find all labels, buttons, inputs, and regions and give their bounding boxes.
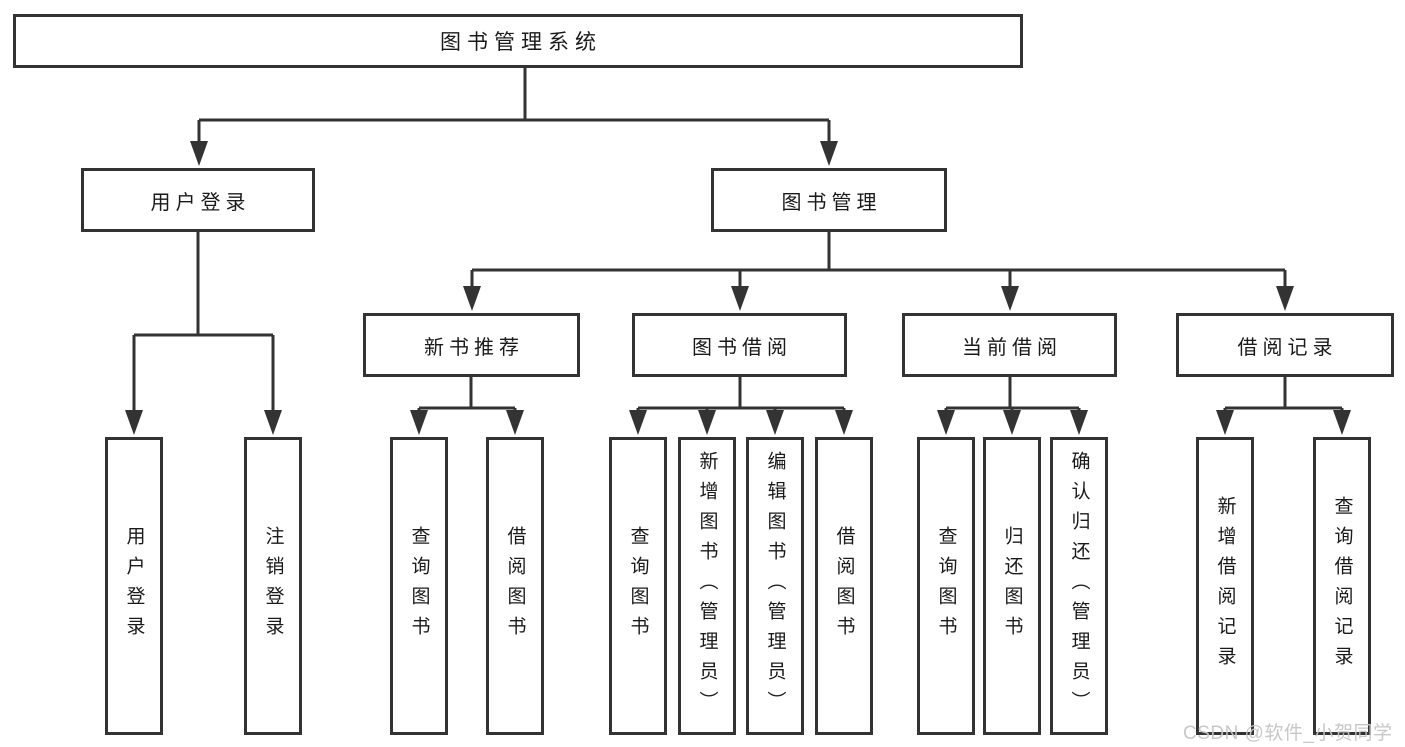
node-current-borrowing: 当前借阅 [902,313,1117,377]
node-label: 用户登录 [123,526,145,646]
node-label: 借阅记录 [1237,336,1338,359]
node-label: 借阅图书 [833,526,855,646]
node-borrowing-records: 借阅记录 [1176,313,1394,377]
node-label: 查询借阅记录 [1331,496,1353,676]
node-label: 确认归还（管理员） [1068,451,1090,721]
node-leaf-borrow-books-1: 借阅图书 [486,437,544,735]
node-label: 归还图书 [1001,526,1023,646]
node-leaf-add-borrow-record: 新增借阅记录 [1196,437,1254,735]
node-label: 编辑图书（管理员） [764,451,786,721]
node-user-login: 用户登录 [81,168,315,232]
node-library-management-system: 图书管理系统 [13,14,1023,68]
node-label: 借阅图书 [504,526,526,646]
node-leaf-user-login: 用户登录 [105,437,163,735]
node-label: 查询图书 [627,526,649,646]
node-new-book-recommendation: 新书推荐 [363,313,580,377]
node-label: 新增图书（管理员） [696,451,718,721]
node-label: 当前借阅 [962,336,1062,359]
node-label: 图书管理 [781,191,882,214]
node-leaf-edit-books-admin: 编辑图书（管理员） [746,437,804,735]
node-label: 新书推荐 [424,336,524,359]
node-leaf-query-borrow-record: 查询借阅记录 [1313,437,1371,735]
node-label: 注销登录 [262,526,284,646]
node-book-borrowing: 图书借阅 [632,313,847,377]
node-label: 图书管理系统 [440,31,602,54]
node-leaf-confirm-return-admin: 确认归还（管理员） [1050,437,1108,735]
node-leaf-add-books-admin: 新增图书（管理员） [678,437,736,735]
node-label: 查询图书 [935,526,957,646]
node-leaf-query-books-1: 查询图书 [390,437,448,735]
node-label: 新增借阅记录 [1214,496,1236,676]
arrowheads [125,141,1351,435]
node-leaf-borrow-books-2: 借阅图书 [815,437,873,735]
node-leaf-query-books-2: 查询图书 [609,437,667,735]
node-label: 图书借阅 [692,336,792,359]
node-label: 查询图书 [408,526,430,646]
node-leaf-query-books-3: 查询图书 [917,437,975,735]
node-book-management: 图书管理 [711,168,947,232]
node-leaf-logout: 注销登录 [244,437,302,735]
node-leaf-return-books: 归还图书 [983,437,1041,735]
node-label: 用户登录 [150,191,251,214]
csdn-watermark: CSDN @软件_小贺同学 [1183,723,1393,744]
connector-shafts [132,68,1344,423]
